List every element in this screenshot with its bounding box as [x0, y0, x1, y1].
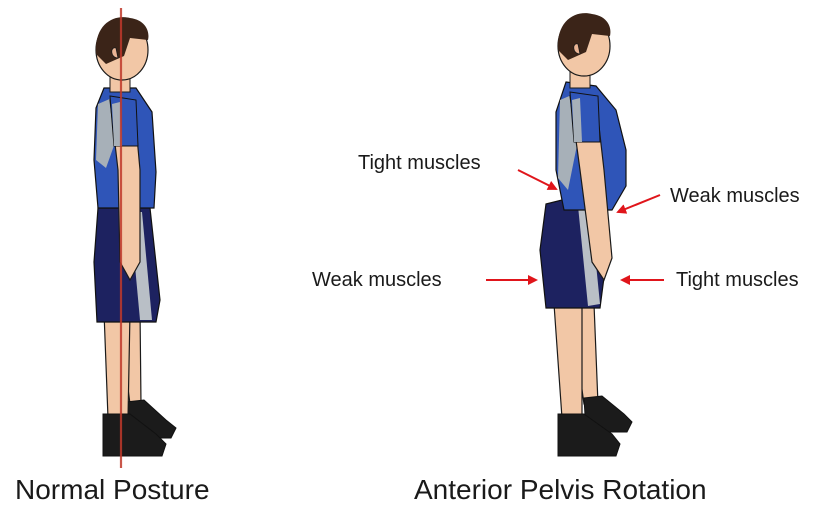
weak-muscles-abdomen-label: Weak muscles	[670, 185, 800, 208]
anterior-pelvis-figure	[486, 13, 664, 456]
anterior-pelvis-caption: Anterior Pelvis Rotation	[414, 474, 707, 506]
normal-posture-figure	[94, 8, 176, 468]
front-leg	[554, 304, 582, 418]
front-leg	[104, 312, 130, 418]
tight-muscles-back-label: Tight muscles	[358, 152, 481, 175]
weak-muscles-glutes-label: Weak muscles	[312, 269, 442, 292]
arrow-icon	[618, 195, 660, 212]
normal-posture-caption: Normal Posture	[15, 474, 210, 506]
arrow-icon	[518, 170, 556, 189]
tight-muscles-hip-flexors-label: Tight muscles	[676, 269, 799, 292]
